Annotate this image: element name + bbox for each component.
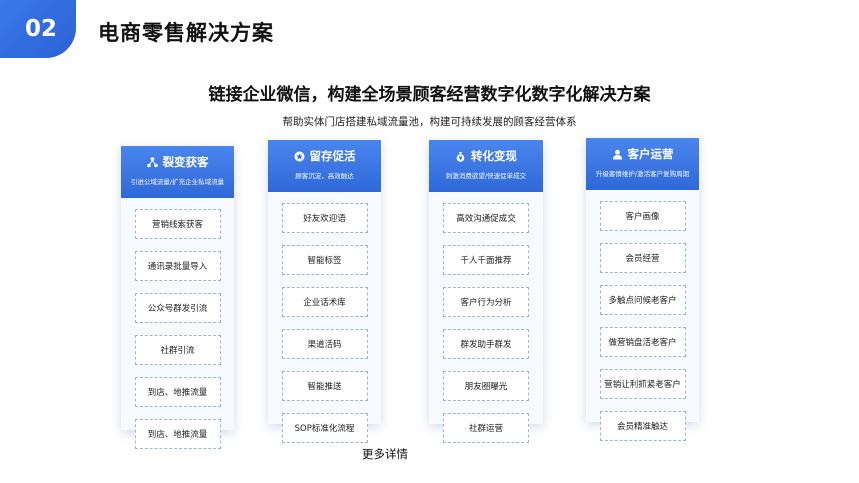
card-fission-acquisition: 裂变获客 引进公域流量/扩充企业私域流量 营销线索获客 通讯录批量导入 公众号群… xyxy=(121,146,234,449)
svg-text:¥: ¥ xyxy=(459,156,463,162)
list-item[interactable]: 做营销盘活老客户 xyxy=(599,327,686,357)
card-title: 裂变获客 xyxy=(162,155,209,169)
list-item[interactable]: 公众号群发引流 xyxy=(134,293,221,323)
list-item[interactable]: 智能标签 xyxy=(281,245,368,275)
card-title: 留存促活 xyxy=(309,149,356,163)
card-title: 客户运营 xyxy=(627,147,674,161)
headline: 链接企业微信，构建全场景顾客经营数字化数字化解决方案 xyxy=(208,85,651,105)
card-header: 客户运营 升级客情维护/激活客户复购周期 xyxy=(586,138,699,190)
list-item[interactable]: 到店、地推流量 xyxy=(134,377,221,407)
subline: 帮助实体门店搭建私域流量池，构建可持续发展的顾客经营体系 xyxy=(282,116,577,128)
list-item[interactable]: 朋友圈曝光 xyxy=(443,371,529,401)
star-icon xyxy=(294,151,305,162)
card-description: 升级客情维护/激活客户复购周期 xyxy=(595,170,690,178)
card-header: ¥ 转化变现 刺激消费欲望/快速促单成交 xyxy=(429,140,543,192)
more-details-link[interactable]: 更多详情 xyxy=(362,447,408,461)
list-item[interactable]: 客户行为分析 xyxy=(443,287,529,317)
list-item[interactable]: 客户画像 xyxy=(599,201,686,231)
list-item[interactable]: 高效沟通促成交 xyxy=(443,203,529,233)
card-conversion-monetization: ¥ 转化变现 刺激消费欲望/快速促单成交 高效沟通促成交 千人千面推荐 客户行为… xyxy=(429,140,543,443)
card-header: 裂变获客 引进公域流量/扩充企业私域流量 xyxy=(121,146,234,198)
list-item[interactable]: 群发助手群发 xyxy=(443,329,529,359)
card-customer-operations: 客户运营 升级客情维护/激活客户复购周期 客户画像 会员经营 多触点问候老客户 … xyxy=(586,138,699,441)
list-item[interactable]: 会员经营 xyxy=(599,243,686,273)
card-description: 顾客沉淀，高效触达 xyxy=(295,172,354,180)
section-number-badge: 02 xyxy=(0,0,76,58)
list-item[interactable]: 企业话术库 xyxy=(281,287,368,317)
list-item[interactable]: 到店、地推流量 xyxy=(134,419,221,449)
card-description: 引进公域流量/扩充企业私域流量 xyxy=(130,178,225,186)
list-item[interactable]: 多触点问候老客户 xyxy=(599,285,686,315)
card-title: 转化变现 xyxy=(471,149,517,163)
card-retention-activation: 留存促活 顾客沉淀，高效触达 好友欢迎语 智能标签 企业话术库 渠道活码 智能推… xyxy=(268,140,381,443)
user-icon xyxy=(612,149,623,160)
list-item[interactable]: SOP标准化流程 xyxy=(281,413,368,443)
list-item[interactable]: 千人千面推荐 xyxy=(443,245,529,275)
card-description: 刺激消费欲望/快速促单成交 xyxy=(445,172,527,180)
list-item[interactable]: 智能推送 xyxy=(281,371,368,401)
list-item[interactable]: 渠道活码 xyxy=(281,329,368,359)
list-item[interactable]: 好友欢迎语 xyxy=(281,203,368,233)
list-item[interactable]: 社群运营 xyxy=(443,413,529,443)
list-item[interactable]: 通讯录批量导入 xyxy=(134,251,221,281)
list-item[interactable]: 会员精准触达 xyxy=(599,411,686,441)
list-item[interactable]: 营销让利抓紧老客户 xyxy=(599,369,686,399)
list-item[interactable]: 社群引流 xyxy=(134,335,221,365)
list-item[interactable]: 营销线索获客 xyxy=(134,209,221,239)
page-title: 电商零售解决方案 xyxy=(98,21,274,45)
network-icon xyxy=(146,156,158,168)
card-header: 留存促活 顾客沉淀，高效触达 xyxy=(268,140,381,192)
money-bag-icon: ¥ xyxy=(455,151,466,162)
